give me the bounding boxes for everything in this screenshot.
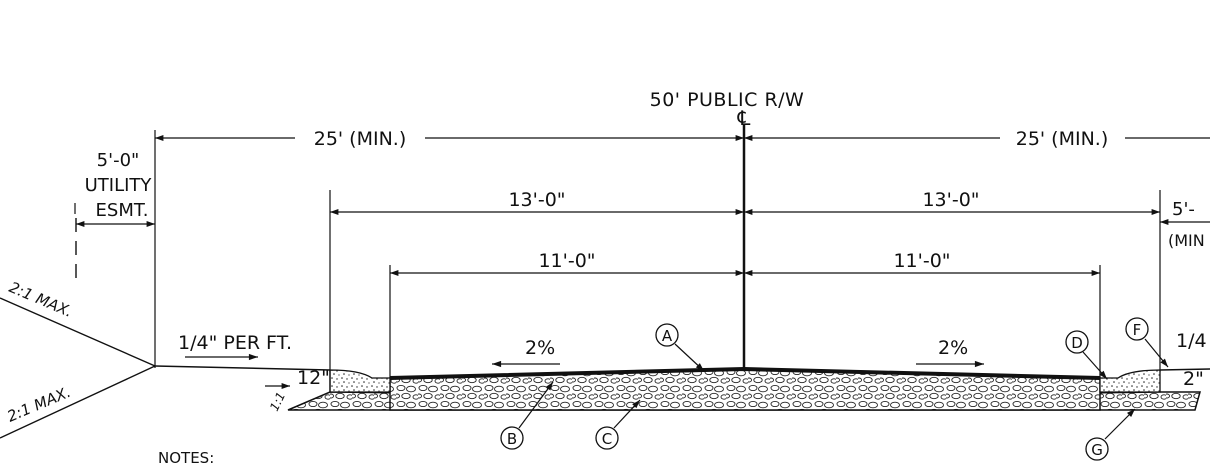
callout-f: F bbox=[1125, 317, 1169, 368]
svg-text:G: G bbox=[1091, 441, 1103, 459]
svg-text:F: F bbox=[1133, 321, 1142, 339]
dim-half-row-left: 25' (MIN.) bbox=[314, 128, 407, 150]
svg-text:C: C bbox=[602, 430, 612, 448]
slope-upper-label: 2:1 MAX. bbox=[6, 278, 75, 321]
svg-text:D: D bbox=[1071, 334, 1083, 352]
dim-lane-13-right: 13'-0" bbox=[922, 189, 979, 211]
grade-right-label: 2% bbox=[938, 337, 968, 359]
shoulder-left bbox=[329, 369, 391, 393]
dim-lane-13-left: 13'-0" bbox=[508, 189, 565, 211]
centerline-symbol: ℄ bbox=[737, 106, 751, 130]
callout-d: D bbox=[1065, 330, 1108, 380]
svg-text:A: A bbox=[662, 327, 673, 345]
ground-line-right bbox=[1159, 368, 1210, 371]
cross-slope-right-label: 1/4 bbox=[1176, 330, 1207, 352]
callout-a: A bbox=[655, 323, 705, 372]
shoulder-right bbox=[1099, 369, 1161, 393]
thickness-right-label: 2" bbox=[1183, 368, 1204, 390]
asphalt-surface bbox=[389, 366, 1101, 380]
svg-text:B: B bbox=[507, 430, 517, 448]
grade-left-label: 2% bbox=[525, 337, 555, 359]
notes-title: NOTES: bbox=[158, 449, 214, 463]
ground-line-left bbox=[154, 365, 331, 371]
utility-line3: ESMT. bbox=[96, 200, 149, 221]
dim-lane-11-left: 11'-0" bbox=[538, 250, 595, 272]
slope-upper-line bbox=[0, 297, 156, 367]
cross-slope-left-label: 1/4" PER FT. bbox=[178, 332, 292, 354]
dim-lane-11-right: 11'-0" bbox=[893, 250, 950, 272]
dim-shoulder-right-top: 5'- bbox=[1172, 199, 1195, 220]
callout-g: G bbox=[1085, 408, 1136, 461]
callout-c: C bbox=[595, 399, 641, 450]
ditch-slope-label: 1:1 bbox=[267, 390, 288, 413]
dim-half-row-right: 25' (MIN.) bbox=[1016, 128, 1109, 150]
callout-b: B bbox=[500, 381, 554, 450]
slope-lower-line bbox=[0, 365, 156, 439]
dim-shoulder-right-bottom: (MIN bbox=[1168, 231, 1205, 250]
row-title: 50' PUBLIC R/W bbox=[650, 89, 805, 111]
utility-line2: UTILITY bbox=[85, 175, 153, 196]
thickness-left-label: 12" bbox=[297, 367, 330, 389]
utility-line1: 5'-0" bbox=[97, 150, 140, 171]
